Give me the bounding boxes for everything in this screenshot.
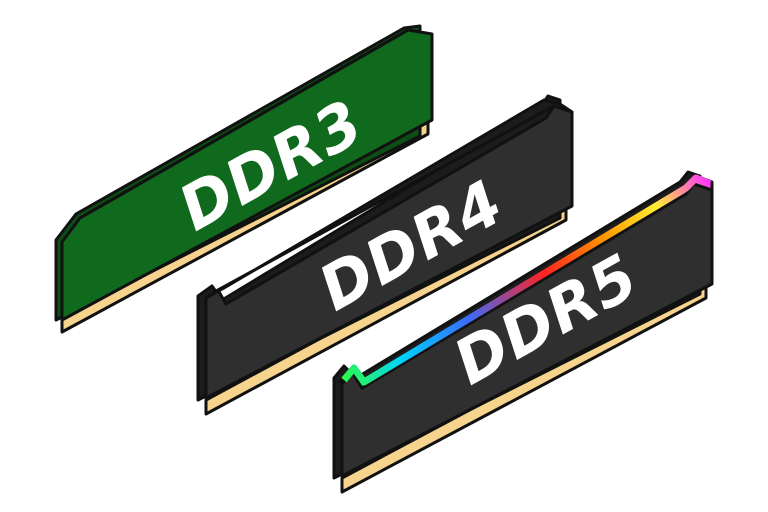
ddr5-rgb-glow bbox=[341, 174, 712, 386]
ddr5-module: DDR5 bbox=[332, 170, 714, 494]
ddr4-top-rail bbox=[204, 98, 574, 300]
ddr4-module: DDR4 bbox=[196, 94, 574, 416]
